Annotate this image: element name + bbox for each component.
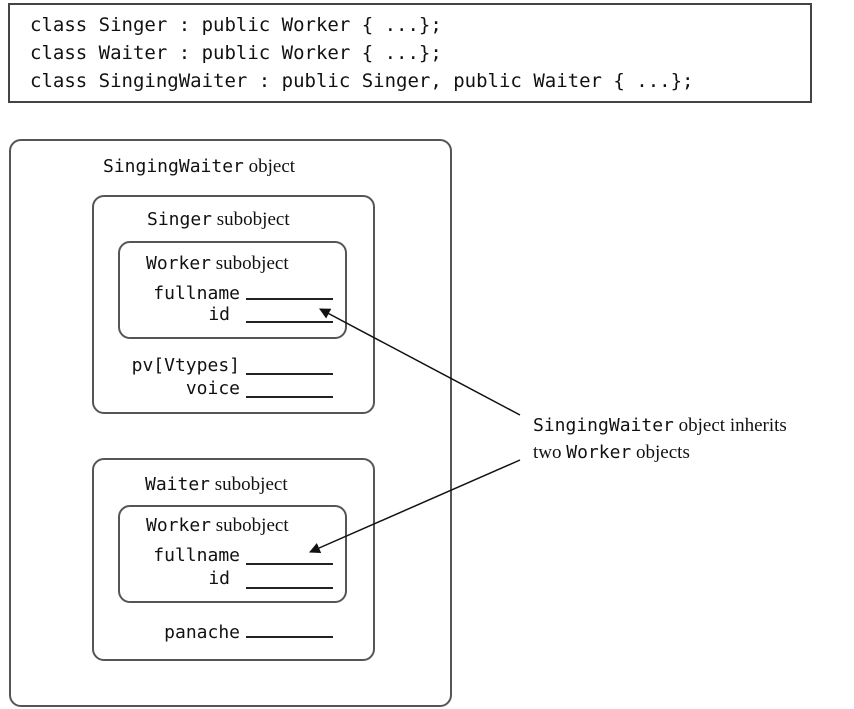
field-blank <box>246 563 333 565</box>
field-blank <box>246 321 333 323</box>
singer-worker-subobject-title: Worker subobject <box>146 252 289 276</box>
field-voice: voice <box>185 378 240 399</box>
callout-line-1: SingingWaiter object inherits <box>533 412 787 439</box>
code-line: class SingingWaiter : public Singer, pub… <box>30 70 694 92</box>
code-listing: class Singer : public Worker { ...}; cla… <box>8 3 812 103</box>
callout-class-name: Worker <box>566 442 632 463</box>
code-line: class Singer : public Worker { ...}; <box>30 14 442 36</box>
title-suffix: subobject <box>215 253 289 274</box>
class-name: Worker <box>146 253 212 274</box>
class-name: Worker <box>146 515 212 536</box>
class-name: Singer <box>147 209 213 230</box>
waiter-worker-subobject-title: Worker subobject <box>146 514 289 538</box>
title-suffix: object <box>248 156 296 177</box>
callout-text-part: objects <box>636 442 690 463</box>
field-id: id <box>208 568 230 589</box>
arrow-to-waiter-worker <box>308 459 521 554</box>
field-fullname: fullname <box>153 545 240 566</box>
class-name: Waiter <box>145 474 211 495</box>
class-name: SingingWaiter <box>103 156 244 177</box>
field-id: id <box>208 304 230 325</box>
field-blank <box>246 373 333 375</box>
field-panache: panache <box>164 622 240 643</box>
field-blank <box>246 636 333 638</box>
field-fullname: fullname <box>153 283 240 304</box>
arrow-to-singer-worker <box>319 308 521 416</box>
callout-class-name: SingingWaiter <box>533 415 674 436</box>
title-suffix: subobject <box>215 515 289 536</box>
field-pv-vtypes: pv[Vtypes] <box>131 355 240 376</box>
callout-line-2: two Worker objects <box>533 439 787 466</box>
callout-text-part: two <box>533 442 562 463</box>
singingwaiter-object-title: SingingWaiter object <box>103 155 295 179</box>
code-line: class Waiter : public Worker { ...}; <box>30 42 442 64</box>
waiter-worker-subobject-box <box>118 505 347 603</box>
callout-text-part: object inherits <box>678 415 787 436</box>
callout-text: SingingWaiter object inherits two Worker… <box>533 412 787 466</box>
title-suffix: subobject <box>214 474 288 495</box>
waiter-subobject-title: Waiter subobject <box>145 473 288 497</box>
singer-subobject-title: Singer subobject <box>147 208 290 232</box>
field-blank <box>246 298 333 300</box>
field-blank <box>246 587 333 589</box>
field-blank <box>246 396 333 398</box>
title-suffix: subobject <box>216 209 290 230</box>
